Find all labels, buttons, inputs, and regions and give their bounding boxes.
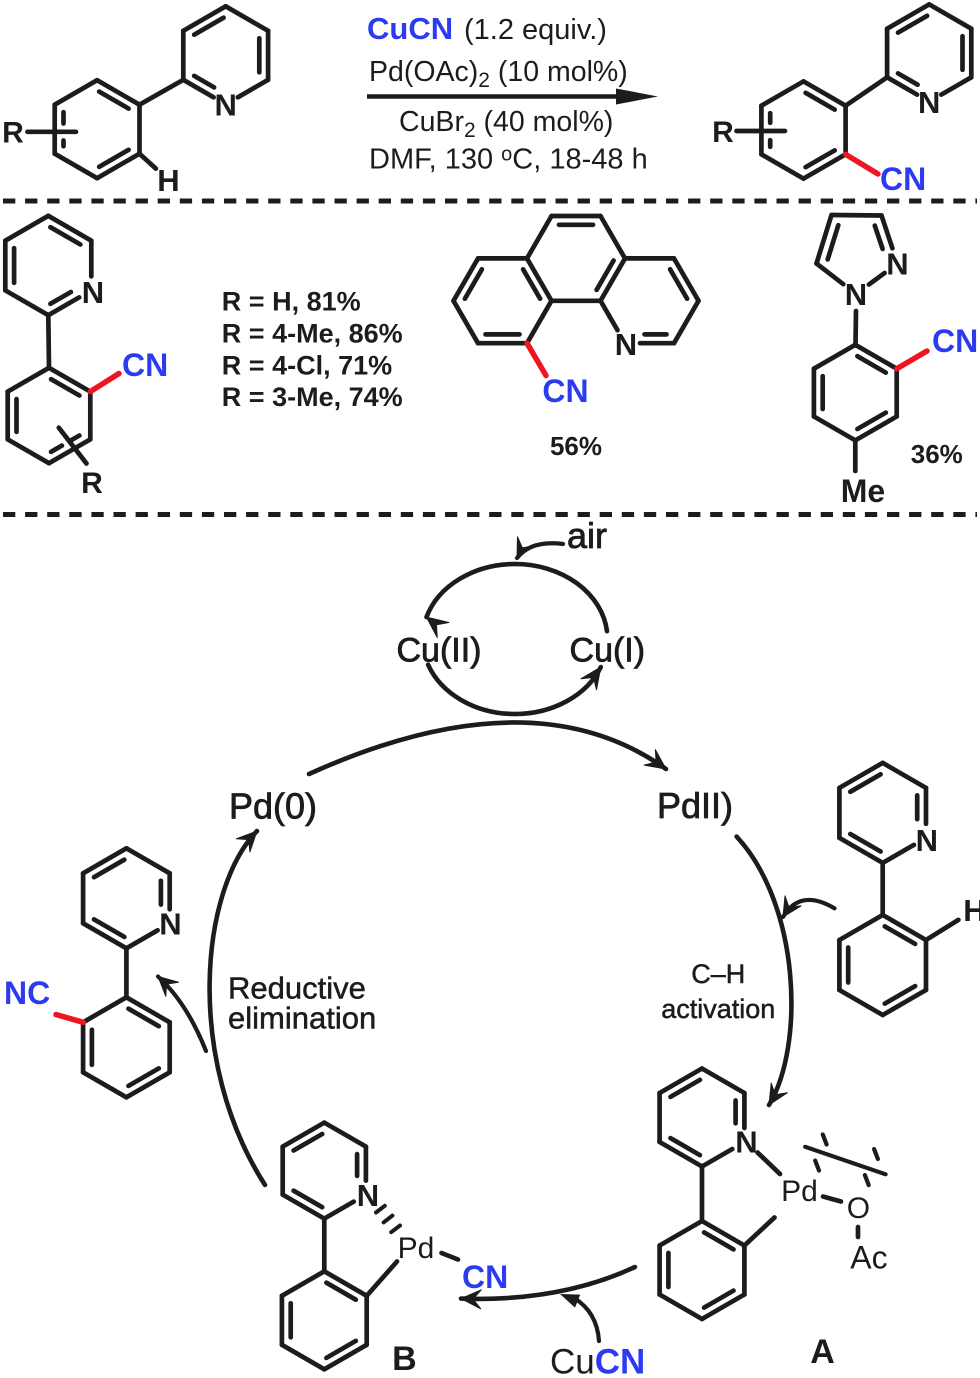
svg-text:CN: CN [932,323,978,359]
svg-text:R: R [2,116,24,149]
svg-text:R: R [81,467,103,500]
svg-text:R = 4-Cl, 71%: R = 4-Cl, 71% [222,351,392,381]
svg-text:N: N [886,247,908,282]
svg-text:N: N [159,907,181,942]
svg-text:CN: CN [122,347,168,383]
svg-text:CN: CN [542,373,588,409]
svg-text:H: H [963,893,980,928]
svg-text:C–H: C–H [691,959,745,989]
svg-text:Pd(OAc)2 (10 mol%): Pd(OAc)2 (10 mol%) [369,56,628,92]
svg-text:DMF, 130 oC, 18-48 h: DMF, 130 oC, 18-48 h [369,144,648,176]
svg-text:activation: activation [661,994,775,1024]
svg-text:N: N [215,88,237,123]
svg-text:N: N [918,85,940,120]
svg-text:R = 4-Me, 86%: R = 4-Me, 86% [222,319,403,349]
svg-text:CuCN: CuCN [367,11,453,46]
svg-text:O: O [847,1192,870,1225]
svg-text:air: air [567,515,607,556]
svg-text:Pd(0): Pd(0) [229,786,317,827]
svg-text:N: N [357,1178,379,1213]
svg-text:B: B [392,1340,417,1378]
svg-text:N: N [615,327,637,362]
svg-text:N: N [735,1125,757,1160]
svg-text:CuBr2 (40 mol%): CuBr2 (40 mol%) [399,106,613,142]
svg-text:Cu(I): Cu(I) [570,632,646,670]
svg-text:A: A [810,1333,835,1371]
svg-text:PdII): PdII) [657,785,733,826]
svg-text:N: N [916,823,938,858]
svg-text:R: R [712,116,734,149]
svg-text:R = H, 81%: R = H, 81% [222,286,361,316]
svg-text:Pd: Pd [398,1232,435,1265]
svg-text:Pd: Pd [781,1175,818,1208]
svg-text:36%: 36% [911,439,963,469]
svg-text:R = 3-Me, 74%: R = 3-Me, 74% [222,382,403,412]
svg-text:Ac: Ac [850,1240,887,1276]
svg-text:N: N [82,275,104,310]
svg-text:N: N [845,277,867,312]
svg-text:CN: CN [462,1259,508,1295]
svg-text:(1.2 equiv.): (1.2 equiv.) [464,14,607,46]
svg-text:CuCN: CuCN [550,1343,645,1378]
svg-text:56%: 56% [550,431,602,461]
svg-text:Me: Me [841,473,885,509]
svg-text:elimination: elimination [228,1001,376,1036]
svg-text:H: H [157,163,179,198]
svg-text:CN: CN [880,161,926,197]
svg-text:NC: NC [4,975,50,1011]
svg-text:Cu(II): Cu(II) [397,632,482,670]
svg-text:Reductive: Reductive [228,971,366,1006]
